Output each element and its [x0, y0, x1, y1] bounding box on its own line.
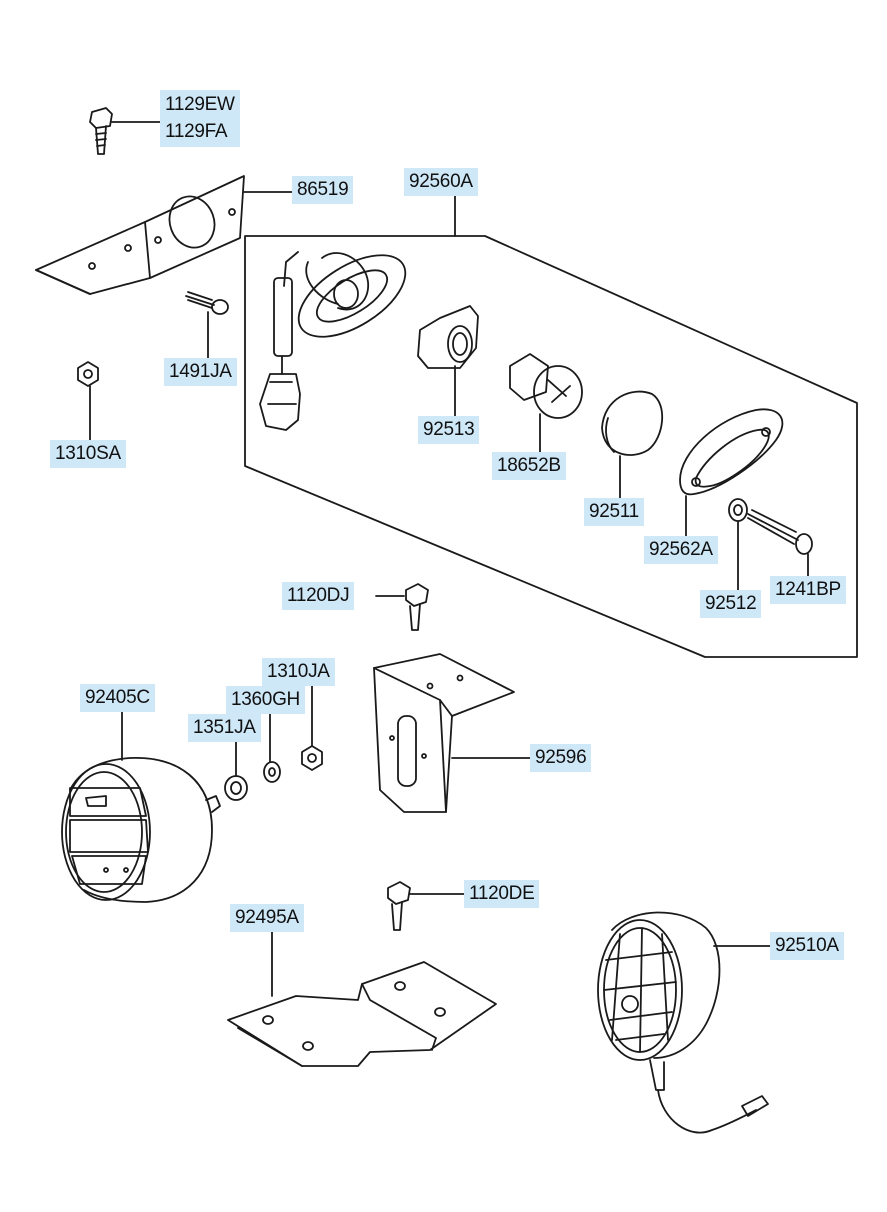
label-92513[interactable]: 92513: [418, 416, 480, 444]
label-92510a[interactable]: 92510A: [770, 932, 844, 960]
label-1491ja[interactable]: 1491JA: [164, 358, 237, 386]
bolt-1120dj-illustration: [405, 583, 429, 631]
label-1120dj[interactable]: 1120DJ: [282, 582, 355, 610]
label-92511[interactable]: 92511: [584, 498, 644, 526]
washer-1360gh-illustration: [263, 761, 281, 783]
bracket-86519-illustration: [35, 175, 245, 295]
nut-1310sa-illustration: [77, 361, 99, 387]
screw-1241bp-illustration: [747, 509, 813, 555]
label-1129-line2: 1129FA: [165, 121, 228, 142]
label-1120de[interactable]: 1120DE: [464, 880, 540, 908]
bulb-18652b-illustration: [509, 353, 583, 419]
holder-92513-illustration: [417, 305, 479, 369]
label-1310ja[interactable]: 1310JA: [262, 658, 335, 686]
kit-frame-92560a: [244, 235, 858, 658]
harness-assembly-illustration: [259, 251, 407, 431]
nut-1310ja-illustration: [301, 745, 323, 771]
bracket-92596-illustration: [373, 653, 515, 813]
label-92596[interactable]: 92596: [530, 744, 592, 772]
label-1360gh[interactable]: 1360GH: [226, 686, 305, 714]
label-1129-line1: 1129EW: [165, 94, 235, 115]
label-1241bp[interactable]: 1241BP: [770, 576, 846, 604]
label-92562a[interactable]: 92562A: [644, 536, 718, 564]
washer-1351ja-illustration: [224, 775, 248, 801]
label-86519[interactable]: 86519: [292, 176, 354, 204]
work-lamp-92510a-illustration: [597, 911, 769, 1134]
label-1310sa[interactable]: 1310SA: [50, 440, 126, 468]
label-1351ja[interactable]: 1351JA: [188, 714, 261, 742]
label-92405c[interactable]: 92405C: [80, 684, 155, 712]
bolt-1129-illustration: [89, 107, 113, 155]
label-92495a[interactable]: 92495A: [230, 904, 304, 932]
washer-92512-illustration: [728, 498, 748, 522]
label-1129[interactable]: 1129EW 1129FA: [160, 90, 240, 147]
bolt-1120de-illustration: [387, 881, 411, 931]
label-92512[interactable]: 92512: [700, 590, 762, 618]
bracket-92495a-illustration: [227, 961, 497, 1067]
rim-92562a-illustration: [679, 408, 784, 496]
rear-lamp-92405c-illustration: [61, 757, 221, 903]
label-18652b[interactable]: 18652B: [492, 452, 566, 480]
screw-1491ja-illustration: [185, 291, 229, 315]
label-92560a[interactable]: 92560A: [404, 168, 478, 196]
lens-92511-illustration: [601, 390, 664, 456]
